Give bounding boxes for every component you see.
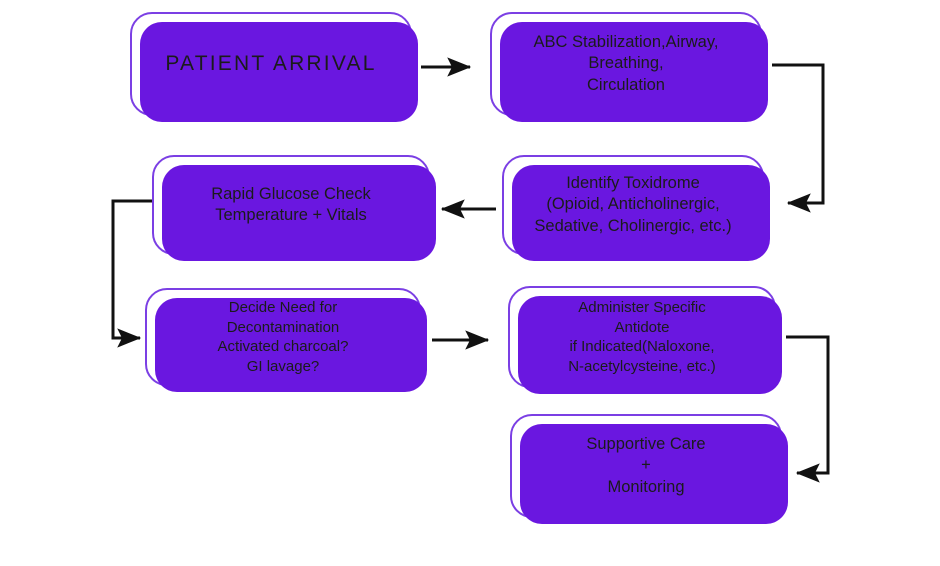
node-rapid-glucose-check[interactable]: Rapid Glucose Check Temperature + Vitals (152, 155, 436, 261)
node-label: Decide Need for Decontamination Activate… (217, 299, 349, 375)
node-label: Administer Specific Antidote if Indicate… (568, 299, 716, 375)
node-shadow (155, 298, 427, 392)
node-label: Identify Toxidrome (Opioid, Anticholiner… (534, 173, 732, 235)
node-shadow (512, 165, 770, 261)
node-decide-decontamination[interactable]: Decide Need for Decontamination Activate… (145, 288, 427, 392)
node-label: Rapid Glucose Check Temperature + Vitals (211, 184, 371, 224)
connector-abc-to-toxidrome (772, 63, 825, 213)
node-shadow (520, 424, 788, 524)
node-shadow (500, 22, 768, 122)
node-shadow (518, 296, 782, 394)
node-abc-stabilization[interactable]: ABC Stabilization,Airway, Breathing, Cir… (490, 12, 768, 122)
node-label: PATIENT ARRIVAL (165, 52, 377, 76)
node-shadow (140, 22, 418, 122)
node-identify-toxidrome[interactable]: Identify Toxidrome (Opioid, Anticholiner… (502, 155, 770, 261)
node-supportive-care[interactable]: Supportive Care + Monitoring (510, 414, 788, 524)
node-label: ABC Stabilization,Airway, Breathing, Cir… (533, 32, 719, 94)
node-administer-antidote[interactable]: Administer Specific Antidote if Indicate… (508, 286, 782, 394)
node-label: Supportive Care + Monitoring (586, 434, 706, 496)
connector-antidote-to-supportive (786, 335, 830, 483)
node-shadow (162, 165, 436, 261)
node-patient-arrival[interactable]: PATIENT ARRIVAL (130, 12, 418, 122)
